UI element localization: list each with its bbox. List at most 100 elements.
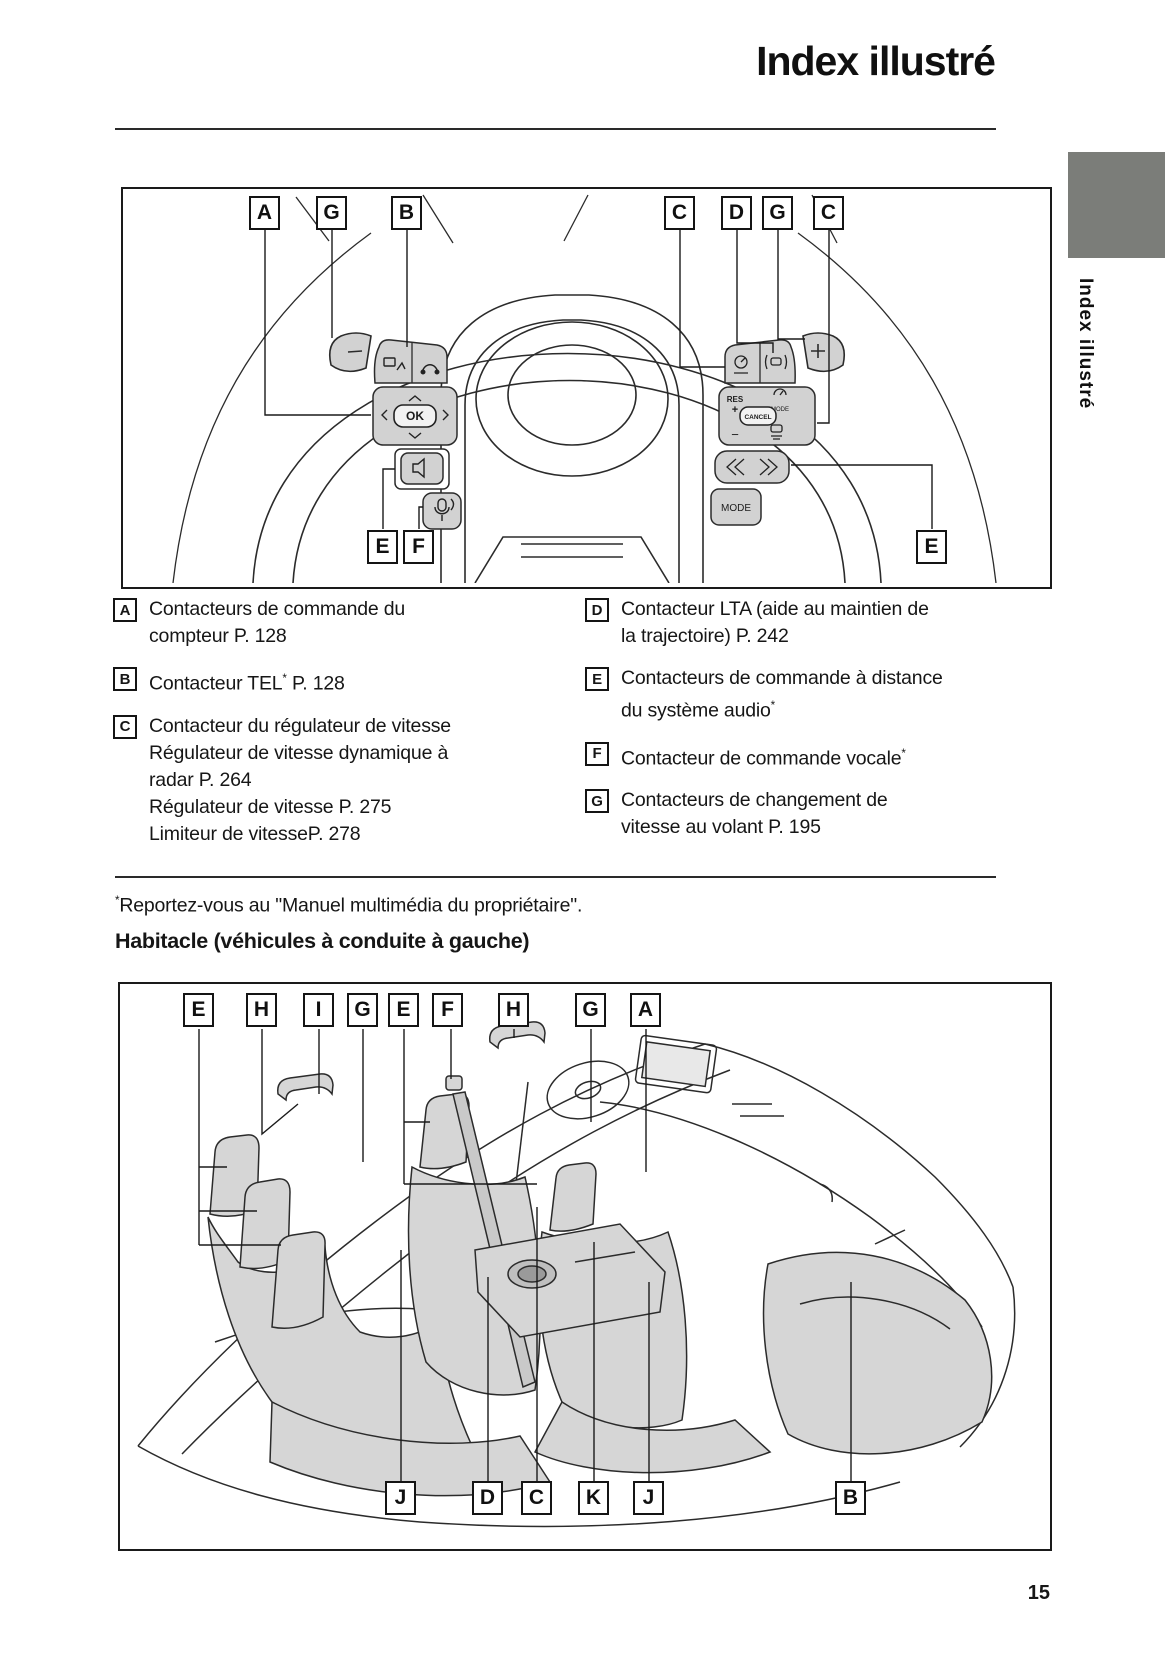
legend-rule: [115, 876, 996, 878]
legend-item-f: F Contacteur de commande vocale*: [585, 740, 997, 773]
legend-text-g: Contacteurs de changement de vitesse au …: [621, 789, 888, 838]
callout-d: D: [472, 1481, 503, 1515]
legend-key-d: D: [585, 598, 609, 622]
mic-icon: [437, 498, 447, 512]
shift-paddle-plus: [802, 332, 846, 373]
callout-e: E: [183, 993, 214, 1027]
dpad-up-icon: [408, 395, 422, 402]
minus-glyph: [347, 350, 363, 353]
callout-f: F: [432, 993, 463, 1027]
callout-g: G: [347, 993, 378, 1027]
seek-buttons: [714, 450, 790, 484]
legend-key-c: C: [113, 714, 137, 739]
plus-glyph: [811, 344, 825, 358]
callout-b: B: [835, 1481, 866, 1515]
legend-item-e: E Contacteurs de commande à distance du …: [585, 665, 997, 725]
title-rule: [115, 128, 996, 130]
steering-wheel-rim: [252, 294, 882, 583]
callout-c: C: [664, 196, 695, 230]
seek-back-icon: [726, 458, 745, 476]
return-arrow-icon: [396, 361, 406, 371]
display-phone-buttons: [373, 339, 448, 384]
drive-mode-icon: [773, 388, 787, 396]
cancel-button: [739, 406, 777, 426]
callout-g: G: [316, 196, 347, 230]
callout-j: J: [385, 1481, 416, 1515]
speaker-icon: [412, 457, 425, 479]
legend-key-f: F: [585, 741, 609, 766]
res-label: RES: [727, 395, 744, 404]
leader-lines: [198, 1029, 852, 1481]
callout-c: C: [521, 1481, 552, 1515]
legend-item-g: G Contacteurs de changement de vitesse a…: [585, 787, 997, 841]
cruise-icon: [734, 355, 748, 369]
drive-mode-label: MODE: [771, 407, 789, 413]
callout-h2: H: [498, 993, 529, 1027]
rear-headrest-3: [271, 1231, 326, 1329]
mode-label: MODE: [721, 503, 751, 514]
rear-seat: [207, 1134, 552, 1497]
callout-g2: G: [575, 993, 606, 1027]
center-console: [474, 1223, 666, 1338]
ok-label: OK: [406, 409, 424, 423]
dash-vent-lines: [732, 1103, 784, 1117]
dashboard-details: [277, 1021, 784, 1120]
front-right-headrest: [549, 1162, 597, 1232]
cabin-diagram: E H I G E F H G A J D C K J B: [118, 982, 1052, 1551]
callout-h: H: [246, 993, 277, 1027]
voice-wave-icon: [434, 498, 455, 521]
display-return-icon: [383, 357, 396, 367]
front-grab-handle: [489, 1021, 546, 1050]
left-switch-cluster: OK: [372, 339, 462, 530]
set-minus-label: −: [731, 427, 739, 442]
callout-d: D: [721, 196, 752, 230]
steering-wheel: [546, 1060, 630, 1120]
legend-item-d: D Contacteur LTA (aide au maintien de la…: [585, 596, 997, 650]
infotainment-screen: [634, 1034, 718, 1094]
legend-item-c: C Contacteur du régulateur de vitesse Ré…: [113, 713, 575, 848]
callout-e2: E: [916, 530, 947, 564]
legend-key-g: G: [585, 789, 609, 813]
legend-key-a: A: [113, 598, 137, 622]
rear-headrest-2: [239, 1178, 291, 1270]
legend-text-d: Contacteur LTA (aide au maintien de la t…: [621, 598, 929, 647]
callout-c2: C: [813, 196, 844, 230]
leader-lines: [264, 229, 933, 529]
cancel-label: CANCEL: [744, 414, 771, 421]
page-number: 15: [1027, 1582, 1050, 1604]
legend-text-f: Contacteur de commande vocale*: [621, 746, 906, 770]
seat-belt-anchor: [445, 1075, 463, 1091]
callout-j2: J: [633, 1481, 664, 1515]
callout-e2: E: [388, 993, 419, 1027]
section-heading: Habitacle (véhicules à conduite à gauche…: [115, 929, 530, 953]
front-left-seat: [407, 1075, 541, 1396]
legend-right-column: D Contacteur LTA (aide au maintien de la…: [585, 596, 997, 856]
legend-item-a: A Contacteurs de commande du compteur P.…: [113, 596, 575, 650]
chapter-tab-label: Index illustré: [1075, 278, 1096, 410]
seek-forward-icon: [759, 458, 778, 476]
vehicle-distance-icon: [770, 424, 783, 433]
dashboard-cowl-lines: [172, 194, 997, 583]
legend-left-column: A Contacteurs de commande du compteur P.…: [113, 596, 575, 863]
res-plus-label: +: [732, 404, 738, 416]
legend-key-e: E: [585, 667, 609, 691]
rear-grab-handle: [277, 1073, 334, 1102]
legend-text-b: Contacteur TEL* P. 128: [149, 672, 345, 695]
callout-a: A: [249, 196, 280, 230]
steering-wheel-drawing: OK: [172, 194, 997, 583]
legend-text-e: Contacteurs de commande à distance du sy…: [621, 667, 943, 722]
callout-b: B: [391, 196, 422, 230]
callout-e: E: [367, 530, 398, 564]
right-switch-cluster: RES + MODE CANCEL − MODE: [710, 339, 816, 526]
legend-key-b: B: [113, 667, 137, 691]
footnote: *Reportez-vous au "Manuel multimédia du …: [115, 894, 583, 917]
shift-paddle-minus: [328, 332, 372, 373]
legend-text-a: Contacteurs de commande du compteur P. 1…: [149, 598, 406, 647]
callout-g2: G: [762, 196, 793, 230]
volume-rocker: [400, 452, 444, 485]
lta-icon: [770, 357, 782, 366]
callout-k: K: [578, 1481, 609, 1515]
dpad-down-icon: [408, 432, 422, 439]
legend-text-c: Contacteur du régulateur de vitesse Régu…: [149, 714, 451, 845]
